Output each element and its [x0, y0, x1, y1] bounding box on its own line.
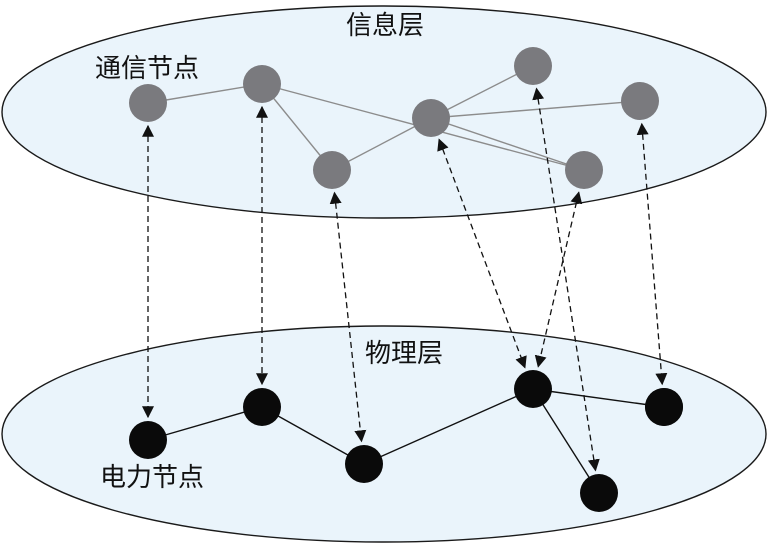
power-node — [243, 388, 281, 426]
power-link — [363, 388, 534, 465]
power-link — [261, 406, 365, 465]
power-node — [645, 388, 683, 426]
coupling-link — [437, 138, 527, 369]
comm-node — [129, 84, 167, 122]
comm-node — [243, 65, 281, 103]
comm-node — [621, 82, 659, 120]
coupling-links — [142, 87, 668, 472]
info-layer-label: 信息层 — [346, 11, 424, 41]
coupling-link — [532, 87, 600, 472]
power-node — [345, 445, 383, 483]
power-node — [580, 474, 618, 512]
coupling-link — [636, 122, 668, 386]
comm-node — [565, 151, 603, 189]
comm-node — [514, 47, 552, 85]
power-node — [129, 421, 167, 459]
physical-layer-label: 物理层 — [365, 339, 443, 369]
coupling-link — [329, 191, 367, 443]
power-node — [514, 370, 552, 408]
comm-node — [313, 151, 351, 189]
power-nodes-label: 电力节点 — [100, 463, 204, 493]
comm-node — [412, 99, 450, 137]
comm-link — [430, 65, 534, 119]
power-nodes — [129, 370, 683, 512]
comm-nodes — [129, 47, 659, 189]
comm-link — [147, 83, 263, 104]
comm-nodes-label: 通信节点 — [95, 54, 199, 84]
power-link — [147, 406, 263, 441]
